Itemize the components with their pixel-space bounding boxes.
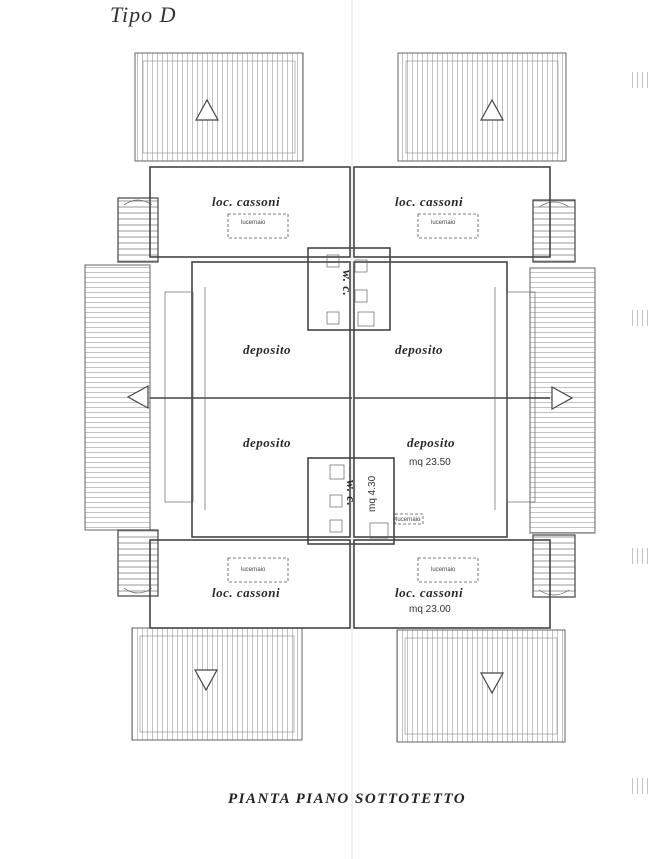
room-label-deposito: deposito [407, 435, 455, 450]
slope-arrow-down-icon [479, 672, 505, 695]
skylight-label: lucernaio [431, 567, 456, 573]
slope-arrow-left-icon [126, 384, 149, 410]
roof-slope-right [529, 267, 596, 534]
skylight-label: lucernaio [431, 220, 456, 226]
room-label-wc: w. c. [344, 480, 359, 506]
room-area-deposito: mq 23.50 [409, 457, 451, 468]
room-label-loc-cassoni: loc. cassoni [212, 194, 280, 209]
building-walls [149, 166, 551, 629]
wc-bottom [307, 457, 395, 545]
slope-arrow-up-icon [479, 98, 505, 121]
stair-top-left [117, 197, 159, 263]
room-label-deposito: deposito [243, 342, 291, 357]
room-label-loc-cassoni: loc. cassoni [395, 585, 463, 600]
room-label-loc-cassoni: loc. cassoni [212, 585, 280, 600]
skylight-wc-bottom: lucernaio [394, 513, 424, 525]
stair-top-right [532, 199, 576, 263]
roof-slope-top-left [134, 52, 304, 162]
wc-top [307, 247, 391, 331]
binder-marks [628, 72, 650, 794]
skylight-label: lucernaio [396, 517, 421, 523]
roof-slope-top-right [397, 52, 567, 162]
room-label-deposito: deposito [243, 435, 291, 450]
room-label-wc: w. c. [340, 270, 355, 296]
skylight-top-left: lucernaio [227, 213, 289, 239]
skylight-bottom-right: lucernaio [417, 557, 479, 583]
roof-slope-bottom-left [131, 627, 303, 741]
slope-arrow-right-icon [551, 385, 574, 411]
skylight-bottom-left: lucernaio [227, 557, 289, 583]
skylight-label: lucernaio [241, 220, 266, 226]
room-label-loc-cassoni: loc. cassoni [395, 194, 463, 209]
skylight-label: lucernaio [241, 567, 266, 573]
stair-bottom-right [532, 534, 576, 598]
plan-caption: PIANTA PIANO SOTTOTETTO [228, 791, 466, 807]
roof-slope-bottom-right [396, 629, 566, 743]
stair-bottom-left [117, 529, 159, 597]
page-title: Tipo D [110, 2, 177, 27]
skylight-top-right: lucernaio [417, 213, 479, 239]
room-label-deposito: deposito [395, 342, 443, 357]
room-area-wc: mq 4.30 [367, 475, 378, 512]
slope-arrow-down-icon [193, 669, 219, 692]
room-area-loc-cassoni: mq 23.00 [409, 604, 451, 615]
roof-slope-left [84, 264, 151, 531]
slope-arrow-up-icon [194, 98, 220, 121]
